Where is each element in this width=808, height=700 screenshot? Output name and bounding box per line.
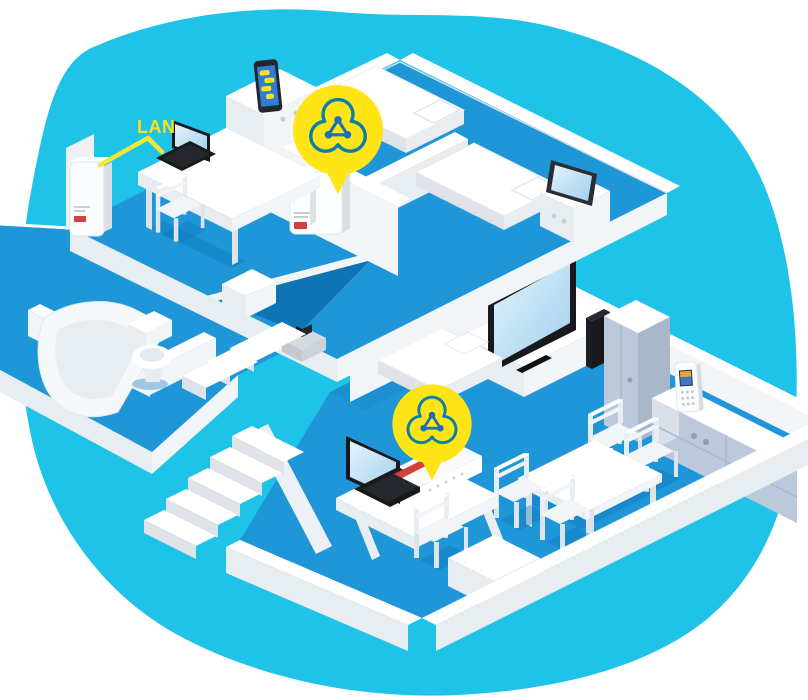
stairs-upper-flight xyxy=(182,322,306,400)
office: LAN xyxy=(66,117,320,268)
lower-front-wall-right xyxy=(422,425,808,651)
powerline-adapter xyxy=(66,134,112,237)
toilet xyxy=(128,311,172,390)
stairs-lower-flight xyxy=(144,424,332,559)
smartphone xyxy=(253,59,283,113)
bathroom xyxy=(28,301,216,418)
cordless-phone xyxy=(674,361,704,413)
lower-front-wall-left xyxy=(226,540,422,651)
upper-floor: LAN xyxy=(0,53,680,474)
workspace xyxy=(336,384,506,570)
lan-cable xyxy=(97,135,165,168)
hall-sideboard xyxy=(222,269,276,318)
lan-label: LAN xyxy=(137,117,176,137)
laptop-upper xyxy=(156,120,216,171)
tv xyxy=(488,256,576,374)
tablet xyxy=(546,160,597,206)
